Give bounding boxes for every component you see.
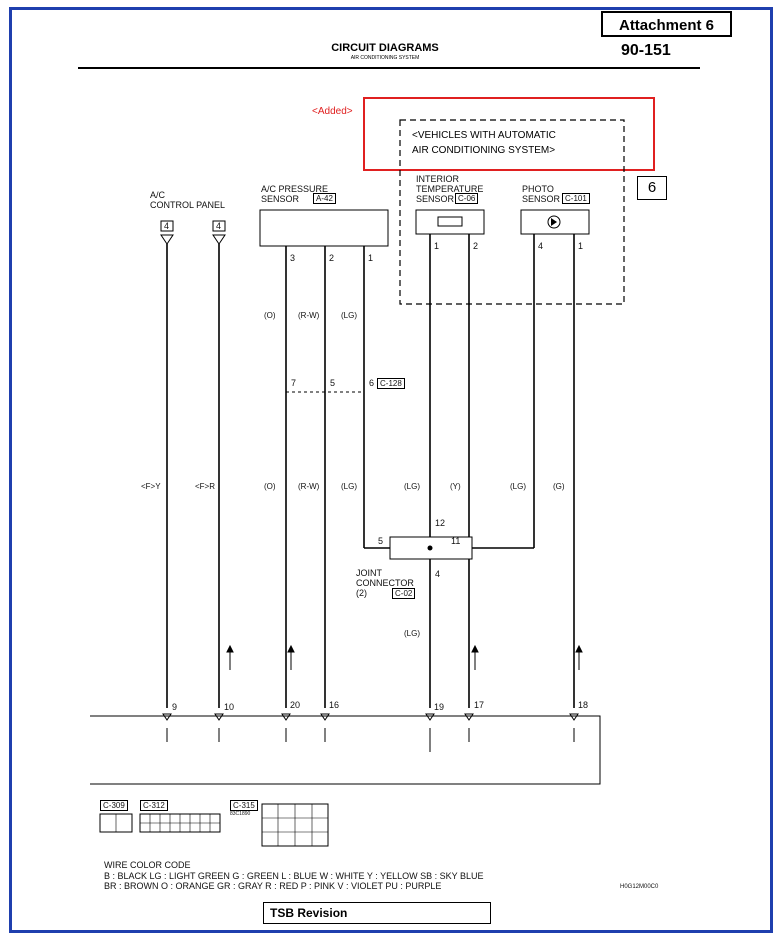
wire-color-label: (G) bbox=[553, 482, 565, 491]
connector-c312: C-312 bbox=[140, 800, 168, 811]
photodiode-symbol bbox=[547, 215, 561, 229]
pin-label: 17 bbox=[474, 700, 485, 710]
interior-label-3: SENSOR bbox=[416, 194, 455, 204]
wire-color-label: (O) bbox=[264, 311, 276, 320]
photo-sensor-box bbox=[520, 209, 590, 235]
wire-color-label: (O) bbox=[264, 482, 276, 491]
pin-label: 20 bbox=[290, 700, 301, 710]
ecu-outline bbox=[90, 715, 601, 785]
pin-label: 5 bbox=[378, 536, 384, 546]
interior-label-1: INTERIOR bbox=[416, 174, 460, 184]
page-subtitle: AIR CONDITIONING SYSTEM bbox=[350, 55, 420, 61]
inline-connector-id: C-128 bbox=[377, 378, 405, 389]
pressure-sensor-box bbox=[259, 209, 389, 247]
joint-connector-id: C-02 bbox=[392, 588, 416, 599]
color-code-line1: B : BLACK LG : LIGHT GREEN G : GREEN L :… bbox=[104, 871, 484, 881]
pin-label: 9 bbox=[172, 702, 178, 712]
joint-label-1: JOINT bbox=[356, 568, 382, 578]
auto-ac-title-line1: <VEHICLES WITH AUTOMATIC bbox=[412, 130, 556, 141]
pin-label: 2 bbox=[329, 253, 335, 263]
page-title: CIRCUIT DIAGRAMS bbox=[331, 42, 439, 54]
added-highlight-box bbox=[363, 97, 655, 171]
pin-label: 5 bbox=[330, 378, 336, 388]
joint-label-3: (2) bbox=[356, 588, 367, 598]
attachment-label: Attachment 6 bbox=[601, 11, 732, 37]
photo-label-1: PHOTO bbox=[522, 184, 554, 194]
pin-label: 4 bbox=[538, 241, 544, 251]
wire-color-label: (LG) bbox=[341, 311, 357, 320]
pin-label: 18 bbox=[578, 700, 589, 710]
pressure-sensor-connector: A-42 bbox=[313, 193, 336, 204]
wire-color-label: (R-W) bbox=[298, 482, 320, 491]
pin-label: 3 bbox=[290, 253, 296, 263]
cp-connector-b bbox=[212, 220, 226, 232]
pin-label: 4 bbox=[435, 569, 441, 579]
pin-label: 1 bbox=[368, 253, 374, 263]
wire-color-label: <F>Y bbox=[141, 482, 161, 491]
connector-c315: C-315 bbox=[230, 800, 258, 811]
wire-color-label: (R-W) bbox=[298, 311, 320, 320]
cp-connector-a bbox=[160, 220, 174, 232]
pin-label: 7 bbox=[291, 378, 297, 388]
interior-label-2: TEMPERATURE bbox=[416, 184, 484, 194]
pressure-sensor-label-1: A/C PRESSURE bbox=[261, 184, 329, 194]
ac-control-panel-label-2: CONTROL PANEL bbox=[150, 200, 226, 210]
interior-connector: C-06 bbox=[455, 193, 479, 204]
pin-label: 1 bbox=[578, 241, 584, 251]
pin-label: 10 bbox=[224, 702, 235, 712]
wire-color-label: (LG) bbox=[404, 482, 420, 491]
drawing-reference: H0G12M00C0 bbox=[620, 884, 659, 890]
wire-color-label: (LG) bbox=[510, 482, 526, 491]
wire-color-label: (LG) bbox=[341, 482, 357, 491]
connector-c309: C-309 bbox=[100, 800, 128, 811]
pin-label: 16 bbox=[329, 700, 340, 710]
wire-color-label: (Y) bbox=[450, 482, 461, 491]
wire-color-label: (LG) bbox=[404, 629, 420, 638]
ac-control-panel-label-1: A/C bbox=[150, 190, 166, 200]
page-number: 90-151 bbox=[621, 42, 671, 59]
pressure-sensor-label-2: SENSOR bbox=[261, 194, 300, 204]
photo-connector: C-101 bbox=[562, 193, 590, 204]
pin-label: 1 bbox=[434, 241, 440, 251]
pin-label: 4 bbox=[164, 221, 170, 231]
callout-number: 6 bbox=[637, 176, 667, 200]
wire-color-label: <F>R bbox=[195, 482, 216, 491]
interior-sensor-box bbox=[415, 209, 485, 235]
pin-label: 12 bbox=[435, 518, 446, 528]
thermistor-symbol bbox=[437, 216, 463, 227]
color-code-line2: BR : BROWN O : ORANGE GR : GRAY R : RED … bbox=[104, 881, 442, 891]
pin-label: 19 bbox=[434, 702, 445, 712]
pin-label: 4 bbox=[216, 221, 222, 231]
pin-label: 11 bbox=[451, 536, 461, 546]
auto-ac-title-line2: AIR CONDITIONING SYSTEM> bbox=[412, 145, 556, 156]
added-label: <Added> bbox=[312, 106, 353, 117]
connector-c315-note: 83C1890 bbox=[230, 811, 251, 817]
color-code-title: WIRE COLOR CODE bbox=[104, 860, 191, 870]
page-frame bbox=[9, 7, 773, 933]
joint-label-2: CONNECTOR bbox=[356, 578, 414, 588]
photo-label-2: SENSOR bbox=[522, 194, 561, 204]
pin-label: 2 bbox=[473, 241, 479, 251]
automatic-ac-dashed-box bbox=[399, 119, 625, 305]
tsb-revision: TSB Revision bbox=[263, 902, 491, 924]
pin-label: 6 bbox=[369, 378, 375, 388]
